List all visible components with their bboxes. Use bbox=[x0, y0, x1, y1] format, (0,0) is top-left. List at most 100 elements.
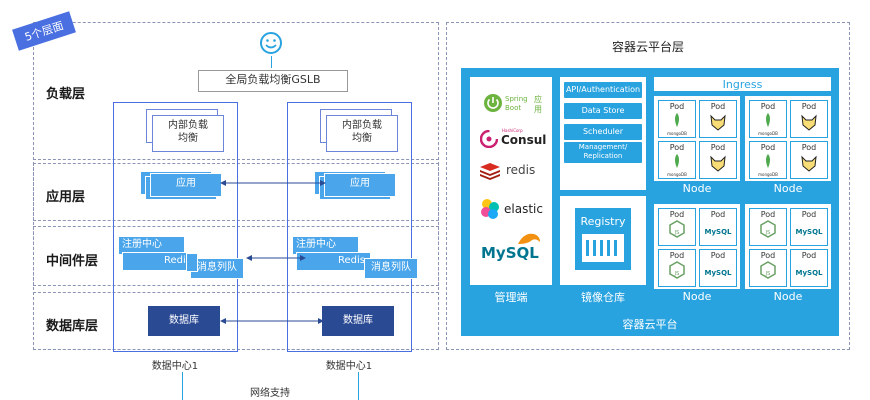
pod-mysql: Pod MySQL bbox=[699, 208, 737, 246]
pod-nodejs: Pod JS bbox=[658, 208, 696, 246]
layer-label-db: 数据库层 bbox=[46, 319, 99, 334]
platform-label: 容器云平台 bbox=[622, 318, 678, 331]
mongo-label: mongoDB bbox=[667, 172, 687, 177]
app2-box: 应用 bbox=[324, 173, 396, 197]
layer-label-app: 应用层 bbox=[46, 190, 86, 205]
pod-tomcat: Pod bbox=[790, 141, 828, 179]
pod-tomcat: Pod bbox=[699, 141, 737, 179]
tomcat-icon bbox=[710, 155, 726, 172]
mysql-dolphin-icon bbox=[518, 233, 540, 244]
redis-label: redis bbox=[506, 163, 536, 177]
elastic-label: elastic bbox=[504, 202, 543, 216]
pod-mysql: Pod MySQL bbox=[699, 249, 737, 287]
pod-mongo: Pod mongoDB bbox=[749, 141, 787, 179]
pod-mysql: Pod MySQL bbox=[790, 249, 828, 287]
mq-1-shadow bbox=[186, 253, 198, 272]
mongo-leaf-icon bbox=[766, 113, 770, 127]
pod-nodejs: Pod JS bbox=[658, 249, 696, 287]
node-label-4: Node bbox=[773, 290, 803, 303]
pod-nodejs: Pod JS bbox=[749, 249, 787, 287]
js-label: JS bbox=[674, 230, 680, 236]
tomcat-icon bbox=[801, 155, 817, 172]
mgmt-label: 管理端 bbox=[494, 291, 528, 304]
layer-label-middleware: 中间件层 bbox=[46, 254, 99, 269]
layer-row-load bbox=[33, 62, 439, 160]
layer-row-middleware bbox=[33, 226, 439, 286]
connector-line bbox=[271, 56, 272, 68]
db-sync-arrow bbox=[220, 318, 324, 324]
middleware-sync-arrow bbox=[246, 255, 306, 261]
layer-row-db bbox=[33, 292, 439, 350]
nodejs-icon bbox=[760, 261, 776, 279]
mq-2: 消息列队 bbox=[364, 258, 418, 279]
master-item-scheduler: Scheduler bbox=[564, 124, 642, 140]
pod-mongo: Pod mongoDB bbox=[749, 100, 787, 138]
pod-tomcat: Pod bbox=[699, 100, 737, 138]
lb1-box: 内部负载 均衡 bbox=[152, 115, 224, 152]
node-label-1: Node bbox=[682, 182, 712, 195]
mongo-label: mongoDB bbox=[758, 131, 778, 136]
lb2-box: 内部负载 均衡 bbox=[326, 115, 398, 152]
pod-tomcat: Pod bbox=[790, 100, 828, 138]
spring-cn-label: 应 用 bbox=[534, 95, 542, 114]
user-smiley-icon bbox=[260, 32, 282, 54]
master-item-datastore: Data Store bbox=[564, 103, 642, 119]
layer-label-load: 负载层 bbox=[46, 87, 86, 102]
redis-icon bbox=[480, 163, 500, 180]
pod-mongo: Pod mongoDB bbox=[658, 141, 696, 179]
nodejs-icon bbox=[669, 220, 685, 238]
network-label: 网络支持 bbox=[250, 388, 290, 399]
lb2-label: 内部负载 均衡 bbox=[342, 120, 382, 144]
registry-label: Registry bbox=[580, 215, 626, 228]
right-frame bbox=[446, 22, 850, 350]
mysql-small-label: MySQL bbox=[795, 269, 823, 277]
consul-small-label: HashiCorp bbox=[502, 128, 523, 133]
mysql-small-label: MySQL bbox=[795, 228, 823, 236]
repo-label: 镜像仓库 bbox=[581, 291, 625, 304]
js-label: JS bbox=[674, 271, 680, 277]
ingress-bar bbox=[654, 77, 831, 91]
db-box-1: 数据库 bbox=[148, 306, 220, 336]
node-label-2: Node bbox=[773, 182, 803, 195]
js-label: JS bbox=[765, 230, 771, 236]
registry-grid bbox=[586, 240, 620, 256]
mongo-label: mongoDB bbox=[758, 172, 778, 177]
master-item-api: API/Authentication bbox=[564, 82, 642, 98]
redis-2: Redis bbox=[296, 252, 371, 271]
pod-mongo: Pod mongoDB bbox=[658, 100, 696, 138]
dc1-column bbox=[113, 102, 238, 352]
consul-label: Consul bbox=[501, 133, 547, 147]
layer-row-app bbox=[33, 163, 439, 221]
mysql-label: MySQL bbox=[481, 244, 539, 262]
lb1-label: 内部负载 均衡 bbox=[168, 120, 208, 144]
mgmt-panel bbox=[470, 77, 552, 285]
mongo-leaf-icon bbox=[675, 113, 679, 127]
pod-nodejs: Pod JS bbox=[749, 208, 787, 246]
spring-boot-icon bbox=[484, 94, 502, 112]
dc2-column bbox=[287, 102, 412, 352]
consul-icon bbox=[480, 130, 498, 148]
tomcat-icon bbox=[710, 114, 726, 131]
nodejs-icon bbox=[669, 261, 685, 279]
master-item-replication: Management/ Replication bbox=[564, 142, 642, 163]
node-label-3: Node bbox=[682, 290, 712, 303]
dc2-label: 数据中心1 bbox=[325, 361, 373, 372]
elastic-icon bbox=[481, 199, 499, 219]
app-sync-arrow bbox=[220, 180, 326, 186]
nodejs-icon bbox=[760, 220, 776, 238]
mongo-leaf-icon bbox=[766, 154, 770, 168]
right-title: 容器云平台层 bbox=[611, 40, 684, 54]
mq-1: 消息列队 bbox=[190, 258, 244, 279]
tomcat-icon bbox=[801, 114, 817, 131]
master-label: Master bbox=[584, 170, 622, 183]
network-line bbox=[182, 372, 183, 400]
mongo-leaf-icon bbox=[675, 154, 679, 168]
mysql-small-label: MySQL bbox=[704, 269, 732, 277]
pod-mysql: Pod MySQL bbox=[790, 208, 828, 246]
js-label: JS bbox=[765, 271, 771, 277]
app1-box: 应用 bbox=[150, 173, 222, 197]
mysql-small-label: MySQL bbox=[704, 228, 732, 236]
dc1-label: 数据中心1 bbox=[151, 361, 199, 372]
gslb-box: 全局负载均衡GSLB bbox=[198, 70, 348, 92]
db-box-2: 数据库 bbox=[322, 306, 394, 336]
